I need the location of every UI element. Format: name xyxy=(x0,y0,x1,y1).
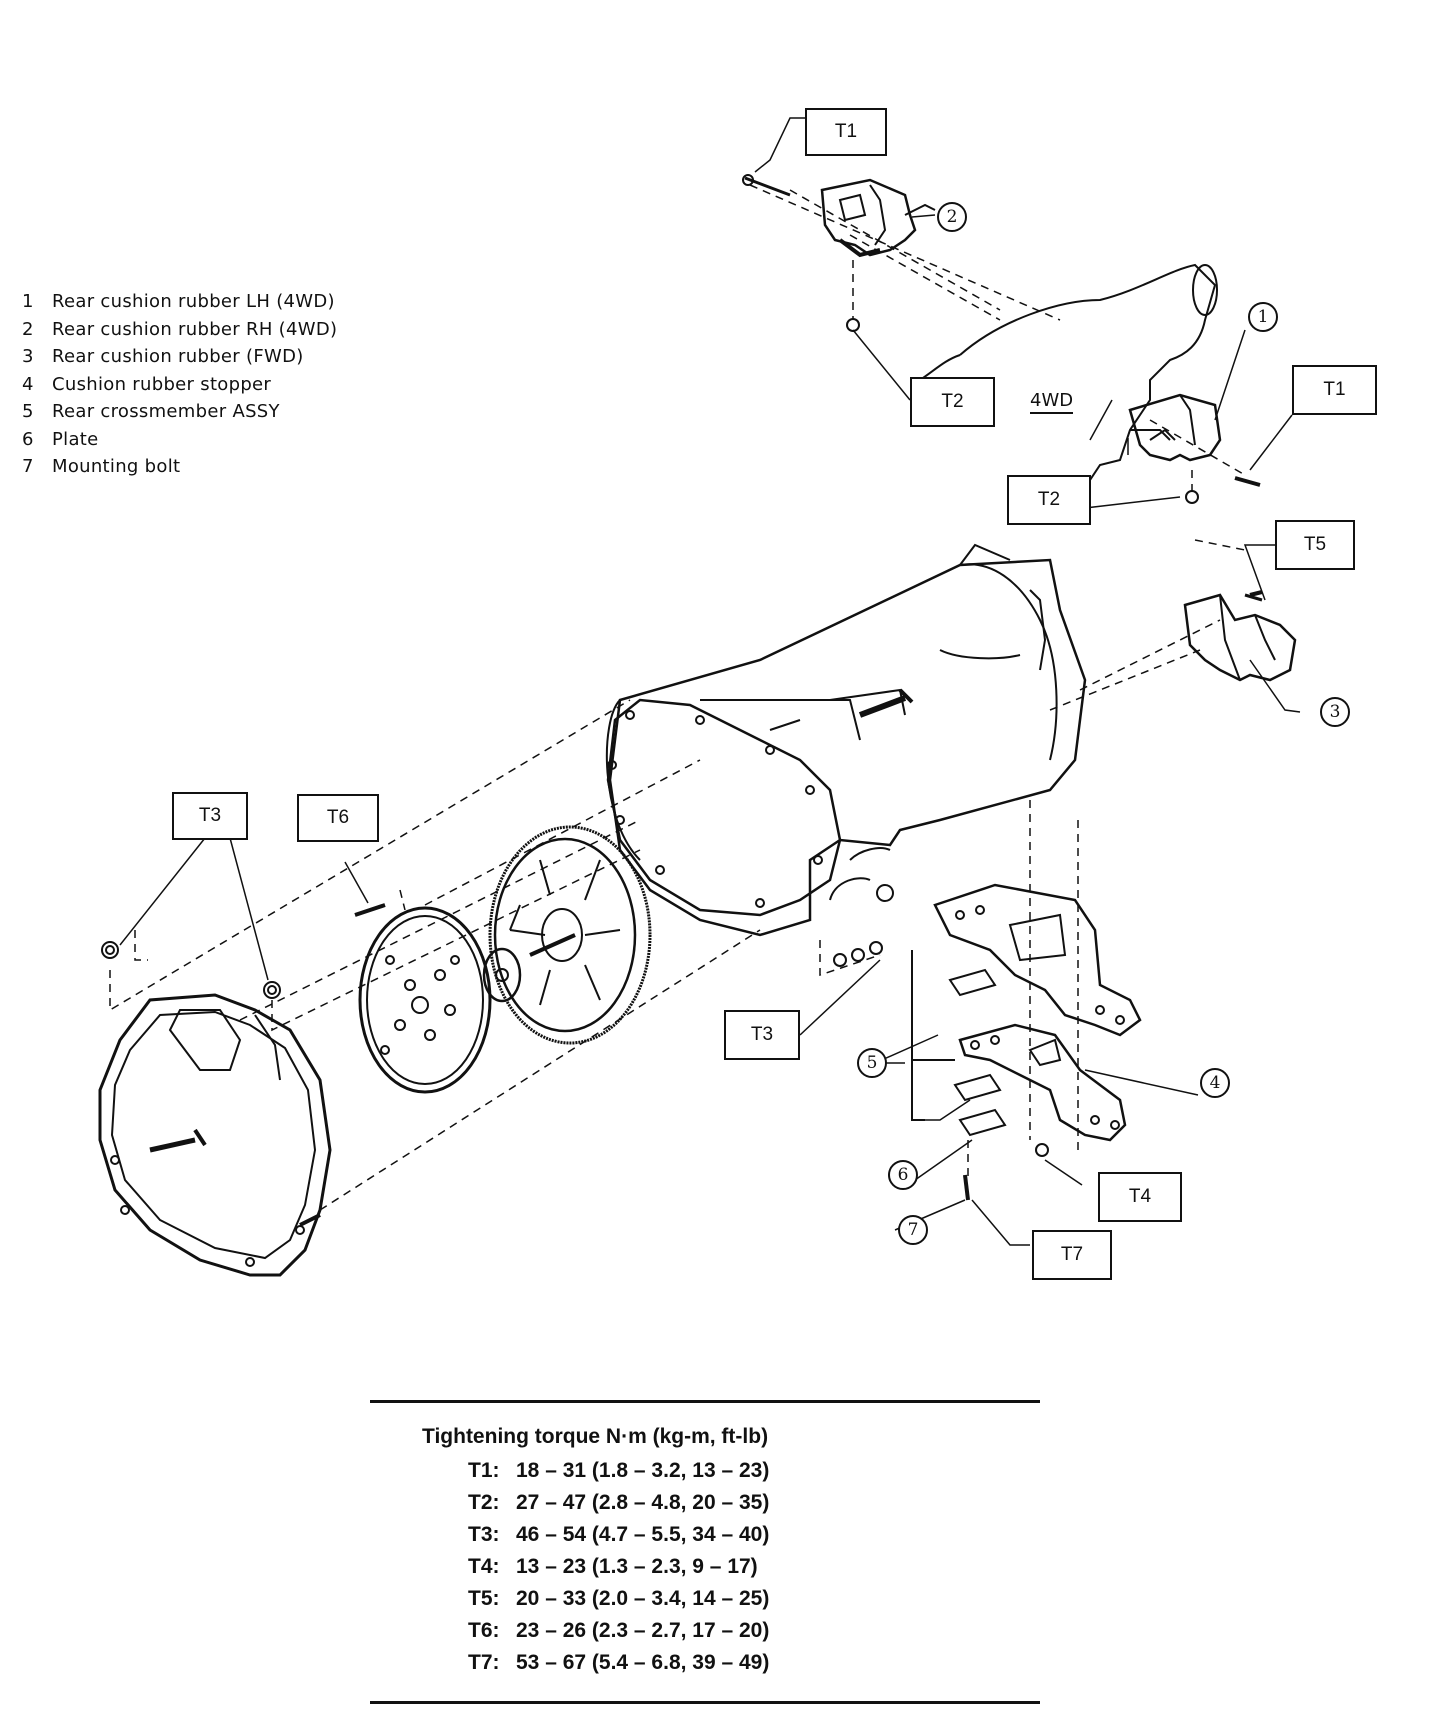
rear-cushion-rubber-rh xyxy=(820,178,936,332)
torque-converter xyxy=(488,825,652,1045)
legend-text: Mounting bolt xyxy=(52,456,181,477)
torque-label-t6: T6 xyxy=(297,794,379,842)
torque-table-title: Tightening torque N·m (kg-m, ft-lb) xyxy=(422,1425,769,1448)
torque-key: T1: xyxy=(468,1459,500,1482)
transmission-case xyxy=(605,543,1087,937)
torque-table: Tightening torque N·m (kg-m, ft-lb) T1: 1… xyxy=(370,1400,1040,1704)
legend-item: 1 Rear cushion rubber LH (4WD) xyxy=(22,288,337,316)
torque-label-t1-right: T1 xyxy=(1292,365,1377,415)
callout-2: 2 xyxy=(937,202,967,232)
legend-text: Rear cushion rubber RH (4WD) xyxy=(52,318,338,340)
legend-item: 2 Rear cushion rubber RH (4WD) xyxy=(22,316,337,344)
variant-label-4wd: 4WD xyxy=(1030,390,1074,414)
torque-label-t1-top: T1 xyxy=(805,108,887,156)
torque-row: T5: 20 – 33 (2.0 – 3.4, 14 – 25) xyxy=(468,1583,1040,1615)
torque-value: 20 – 33 (2.0 – 3.4, 14 – 25) xyxy=(516,1587,770,1610)
legend-text: Rear cushion rubber LH (4WD) xyxy=(52,291,335,312)
legend-text: Rear crossmember ASSY xyxy=(52,401,280,422)
legend-number: 1 xyxy=(22,291,34,312)
callout-1: 1 xyxy=(1248,302,1278,332)
torque-label-t4: T4 xyxy=(1098,1172,1182,1222)
legend-text: Rear cushion rubber (FWD) xyxy=(52,346,304,367)
torque-row: T3: 46 – 54 (4.7 – 5.5, 34 – 40) xyxy=(468,1519,1040,1551)
torque-row: T1: 18 – 31 (1.8 – 3.2, 13 – 23) xyxy=(468,1455,1040,1487)
torque-key: T5: xyxy=(468,1587,500,1610)
rear-crossmember xyxy=(933,883,1142,1201)
torque-label-t2-mid: T2 xyxy=(1007,475,1091,525)
torque-key: T3: xyxy=(468,1523,500,1546)
callout-3: 3 xyxy=(1320,697,1350,727)
legend-text: Cushion rubber stopper xyxy=(52,373,272,395)
torque-value: 13 – 23 (1.3 – 2.3, 9 – 17) xyxy=(516,1555,758,1578)
torque-key: T6: xyxy=(468,1619,500,1642)
legend-item: 6 Plate xyxy=(22,426,337,454)
torque-label-t2-top: T2 xyxy=(910,377,995,427)
rear-cushion-rubber-lh xyxy=(1128,393,1261,504)
legend-item: 5 Rear crossmember ASSY xyxy=(22,398,337,426)
torque-row: T7: 53 – 67 (5.4 – 6.8, 39 – 49) xyxy=(468,1647,1040,1679)
legend-number: 5 xyxy=(22,401,34,422)
item-5-bracket xyxy=(911,950,955,1121)
drive-plate xyxy=(358,906,492,1094)
torque-value: 23 – 26 (2.3 – 2.7, 17 – 20) xyxy=(516,1619,770,1642)
callout-4: 4 xyxy=(1200,1068,1230,1098)
torque-value: 46 – 54 (4.7 – 5.5, 34 – 40) xyxy=(516,1523,770,1546)
torque-label-t5: T5 xyxy=(1275,520,1355,570)
torque-value: 53 – 67 (5.4 – 6.8, 39 – 49) xyxy=(516,1651,770,1674)
legend-item: 4 Cushion rubber stopper xyxy=(22,371,337,399)
torque-key: T7: xyxy=(468,1651,500,1674)
callout-5: 5 xyxy=(857,1048,887,1078)
torque-value: 18 – 31 (1.8 – 3.2, 13 – 23) xyxy=(516,1459,770,1482)
callout-7: 7 xyxy=(898,1215,928,1245)
torque-row: T2: 27 – 47 (2.8 – 4.8, 20 – 35) xyxy=(468,1487,1040,1519)
fasteners xyxy=(101,174,1263,999)
assembly-lines xyxy=(109,184,1246,1211)
torque-row: T4: 13 – 23 (1.3 – 2.3, 9 – 17) xyxy=(468,1551,1040,1583)
torque-label-t7: T7 xyxy=(1032,1230,1112,1280)
torque-key: T2: xyxy=(468,1491,500,1514)
torque-key: T4: xyxy=(468,1555,500,1578)
torque-row: T6: 23 – 26 (2.3 – 2.7, 17 – 20) xyxy=(468,1615,1040,1647)
variant-text: 4WD xyxy=(1030,390,1074,414)
legend-number: 4 xyxy=(22,373,34,395)
legend-number: 7 xyxy=(22,456,34,477)
legend-number: 2 xyxy=(22,318,34,340)
legend-number: 3 xyxy=(22,346,34,367)
torque-label-t3-left: T3 xyxy=(172,792,248,840)
rear-cushion-rubber-fwd xyxy=(1183,590,1297,682)
legend-number: 6 xyxy=(22,428,34,450)
legend-text: Plate xyxy=(52,428,99,450)
callout-6: 6 xyxy=(888,1160,918,1190)
torque-table-rows: T1: 18 – 31 (1.8 – 3.2, 13 – 23) T2: 27 – … xyxy=(468,1455,1040,1679)
torque-value: 27 – 47 (2.8 – 4.8, 20 – 35) xyxy=(516,1491,770,1514)
legend-item: 3 Rear cushion rubber (FWD) xyxy=(22,343,337,371)
torque-label-t3-right: T3 xyxy=(724,1010,800,1060)
converter-housing xyxy=(98,993,332,1277)
legend-item: 7 Mounting bolt xyxy=(22,453,337,481)
leader-lines xyxy=(119,117,1301,1246)
